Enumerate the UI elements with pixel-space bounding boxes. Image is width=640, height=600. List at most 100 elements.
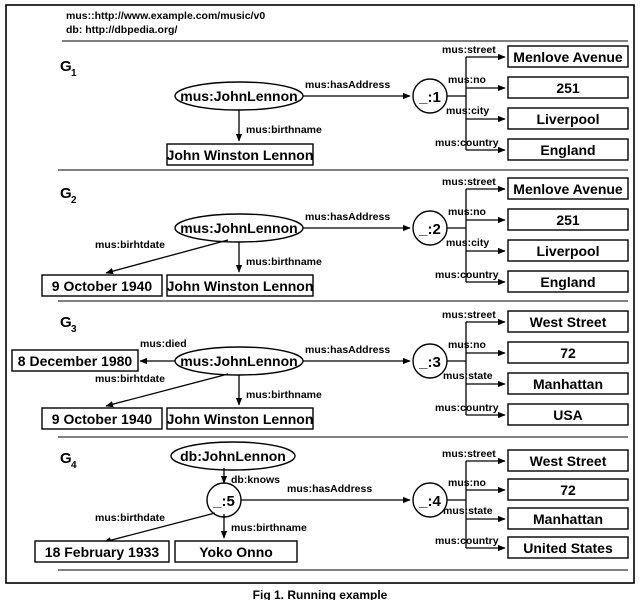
edge-hasaddress-g4-label: mus:hasAddress bbox=[287, 483, 372, 495]
literal-state-g4 bbox=[507, 507, 629, 530]
graph-label-g1: G bbox=[60, 58, 72, 75]
literal-birthdate-g3 bbox=[41, 407, 163, 430]
graph-label-g3: G bbox=[60, 314, 72, 331]
edge-state-g4-label: mus:state bbox=[443, 505, 493, 517]
literal-birthname-g2 bbox=[166, 274, 314, 297]
literal-birthdate-g2 bbox=[41, 274, 163, 297]
graph-label-g2-sub: 2 bbox=[71, 195, 77, 206]
literal-street-g3 bbox=[507, 310, 629, 333]
literal-street-g4 bbox=[507, 449, 629, 472]
literal-no-g1-label: 251 bbox=[556, 80, 580, 96]
edge-no-g1-label: mus:no bbox=[448, 74, 486, 86]
literal-country-g1 bbox=[507, 138, 629, 161]
edge-city-g2-label: mus:city bbox=[446, 237, 489, 249]
blank-node-g3-label: _:3 bbox=[418, 354, 441, 371]
graph-label-g2: G bbox=[60, 185, 72, 202]
literal-no-g2 bbox=[507, 208, 629, 231]
edge-birthdate-g2-label: mus:birhtdate bbox=[95, 239, 165, 251]
literal-street-g1-label: Menlove Avenue bbox=[513, 49, 623, 65]
literal-died-g3-label: 8 December 1980 bbox=[18, 353, 133, 369]
literal-birthdate-g2-label: 9 October 1940 bbox=[52, 278, 153, 294]
literal-no-g4-label: 72 bbox=[560, 482, 576, 498]
address-spine-g3 bbox=[447, 322, 467, 415]
literal-no-g4 bbox=[507, 478, 629, 501]
literal-country-g3-label: USA bbox=[553, 407, 583, 423]
literal-birthname-g4-label: Yoko Onno bbox=[199, 544, 273, 560]
blank-node-g4-label: _:4 bbox=[418, 493, 441, 510]
literal-city-g1 bbox=[507, 107, 629, 130]
literal-street-g1 bbox=[507, 45, 629, 68]
blank-node-g2-label: _:2 bbox=[418, 221, 441, 238]
edge-birthname-g3-label: mus:birthname bbox=[246, 389, 322, 401]
edge-birthdate-g4-label: mus:birthdate bbox=[95, 512, 165, 524]
graph-label-g4: G bbox=[60, 450, 72, 467]
edge-no-g3-label: mus:no bbox=[448, 339, 486, 351]
literal-street-g4-label: West Street bbox=[530, 453, 607, 469]
subject-node-g2-label: mus:JohnLennon bbox=[180, 220, 297, 236]
address-spine-g1 bbox=[447, 57, 467, 150]
literal-street-g2-label: Menlove Avenue bbox=[513, 181, 623, 197]
literal-died-g3 bbox=[11, 349, 139, 372]
edge-country-g2-label: mus:country bbox=[435, 269, 499, 281]
literal-country-g4-label: United States bbox=[523, 540, 613, 556]
blank-node-g1-label: _:1 bbox=[418, 89, 441, 106]
edge-street-g4-label: mus:street bbox=[442, 448, 496, 460]
literal-state-g3-label: Manhattan bbox=[533, 376, 603, 392]
literal-country-g2 bbox=[507, 270, 629, 293]
graph-label-g1-sub: 1 bbox=[71, 68, 77, 79]
edge-birthdate-g3-label: mus:birhtdate bbox=[95, 373, 165, 385]
literal-city-g2-label: Liverpool bbox=[536, 243, 599, 259]
edge-birthdate-g4 bbox=[103, 512, 216, 544]
literal-state-g3 bbox=[507, 372, 629, 395]
edge-country-g3-label: mus:country bbox=[435, 402, 499, 414]
literal-country-g1-label: England bbox=[540, 142, 595, 158]
edge-birthname-g4-label: mus:birthname bbox=[231, 522, 307, 534]
literal-birthdate-g4 bbox=[34, 540, 170, 563]
edge-birthname-g2-label: mus:birthname bbox=[246, 256, 322, 268]
literal-city-g1-label: Liverpool bbox=[536, 111, 599, 127]
subject-node-g3-label: mus:JohnLennon bbox=[180, 353, 297, 369]
graph-label-g4-sub: 4 bbox=[71, 460, 77, 471]
literal-no-g2-label: 251 bbox=[556, 212, 580, 228]
edge-street-g3-label: mus:street bbox=[442, 309, 496, 321]
literal-no-g3 bbox=[507, 341, 629, 364]
edge-died-g3-label: mus:died bbox=[140, 338, 187, 350]
prefix-db: db: http://dbpedia.org/ bbox=[66, 24, 177, 36]
address-spine-g2 bbox=[447, 189, 467, 282]
literal-country-g3 bbox=[507, 403, 629, 426]
edge-hasaddress-g2-label: mus:hasAddress bbox=[305, 211, 390, 223]
subject-node-g4-label: db:JohnLennon bbox=[180, 448, 286, 464]
literal-country-g4 bbox=[507, 536, 629, 559]
address-spine-g4 bbox=[447, 461, 467, 548]
edge-birthname-g1-label: mus:birthname bbox=[246, 124, 322, 136]
literal-birthname-g3 bbox=[166, 407, 314, 430]
literal-country-g2-label: England bbox=[540, 274, 595, 290]
edge-birthdate-g3 bbox=[105, 373, 229, 408]
literal-birthdate-g4-label: 18 February 1933 bbox=[45, 544, 160, 560]
edge-hasaddress-g1-label: mus:hasAddress bbox=[305, 79, 390, 91]
literal-birthname-g2-label: John Winston Lennon bbox=[167, 278, 314, 294]
edge-country-g1-label: mus:country bbox=[435, 137, 499, 149]
edge-country-g4-label: mus:country bbox=[435, 535, 499, 547]
edge-city-g1-label: mus:city bbox=[446, 105, 489, 117]
graph-label-g3-sub: 3 bbox=[71, 324, 77, 335]
edge-no-g4-label: mus:no bbox=[448, 477, 486, 489]
literal-state-g4-label: Manhattan bbox=[533, 511, 603, 527]
figure-border bbox=[5, 4, 635, 584]
literal-street-g3-label: West Street bbox=[530, 314, 607, 330]
literal-birthname-g4 bbox=[174, 540, 298, 563]
literal-no-g1 bbox=[507, 76, 629, 99]
subject-node-g1-label: mus:JohnLennon bbox=[180, 88, 297, 104]
literal-city-g2 bbox=[507, 239, 629, 262]
literal-street-g2 bbox=[507, 177, 629, 200]
literal-no-g3-label: 72 bbox=[560, 345, 576, 361]
edge-knows-g4-label: db:knows bbox=[231, 474, 280, 486]
subject-node-g4 bbox=[170, 441, 296, 471]
knows-blank-node-g4-label: _:5 bbox=[212, 493, 235, 510]
edge-no-g2-label: mus:no bbox=[448, 206, 486, 218]
literal-birthname-g3-label: John Winston Lennon bbox=[167, 411, 314, 427]
literal-birthdate-g3-label: 9 October 1940 bbox=[52, 411, 153, 427]
edge-hasaddress-g3-label: mus:hasAddress bbox=[305, 344, 390, 356]
